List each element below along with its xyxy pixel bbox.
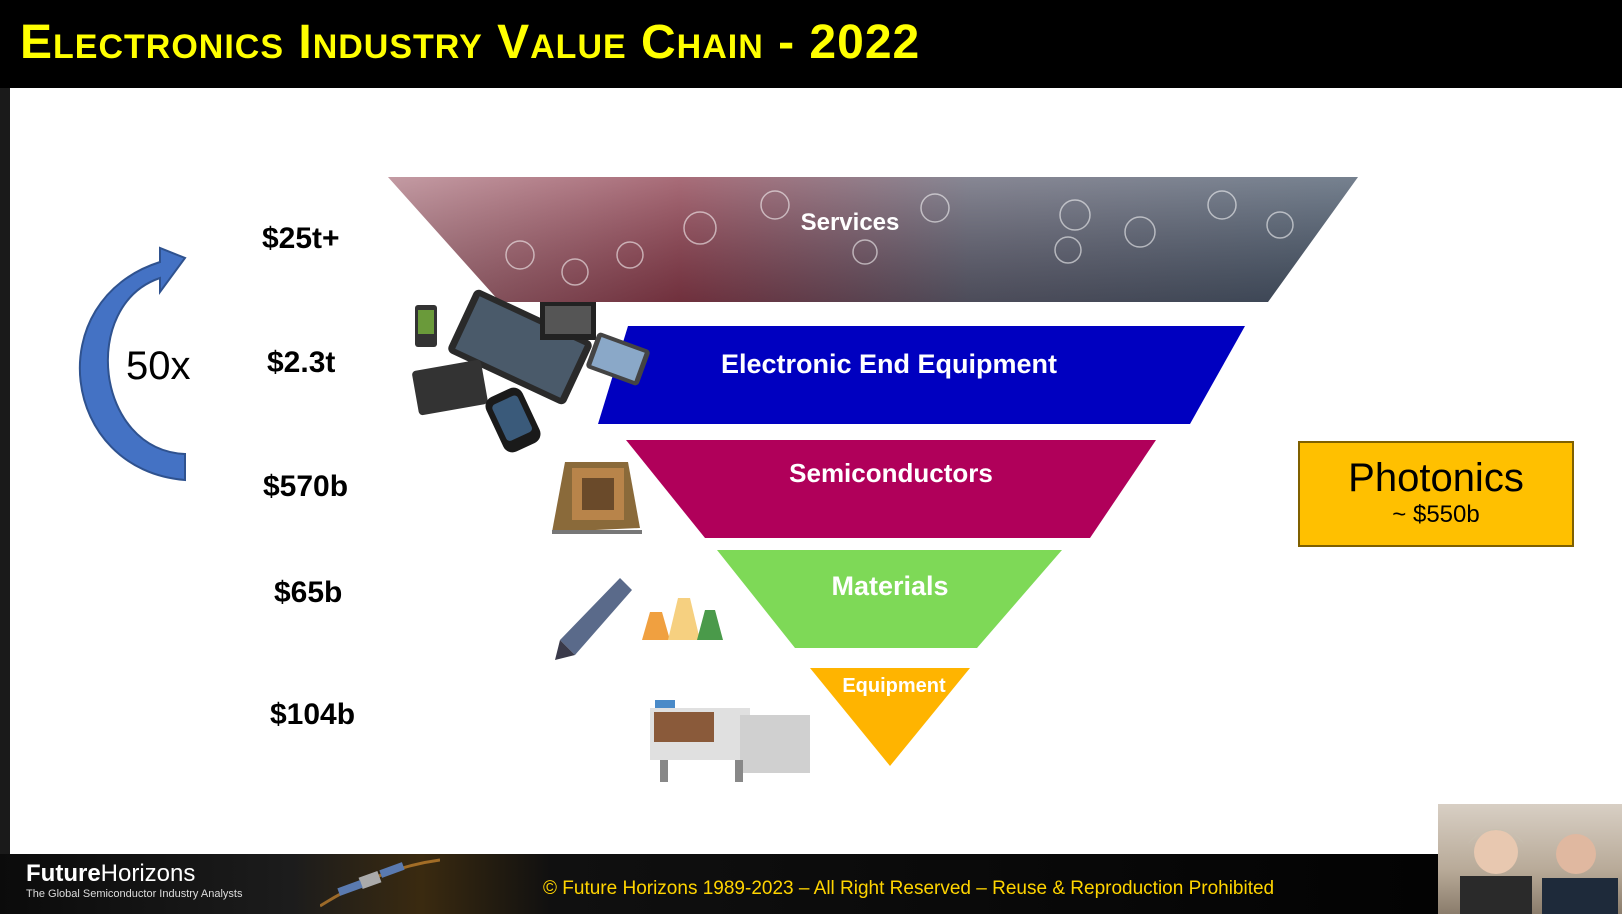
growth-arrow	[79, 246, 187, 482]
tier-semiconductors-label: Semiconductors	[789, 458, 993, 488]
growth-multiplier: 50x	[126, 344, 191, 388]
presenter-silhouettes	[1460, 829, 1618, 914]
tier-services-value: $25t+	[262, 222, 340, 255]
footer-bar: FutureHorizons The Global Semiconductor …	[0, 854, 1622, 914]
tier-equipment-band	[810, 668, 970, 766]
satellite-icon	[320, 858, 440, 908]
photonics-box: Photonics ~ $550b	[1298, 441, 1574, 547]
tier-end-equipment-band	[598, 326, 1245, 424]
tier-materials-value: $65b	[274, 576, 343, 609]
photonics-value: ~ $550b	[1392, 501, 1480, 528]
tier-equipment-value: $104b	[270, 698, 356, 731]
future-horizons-logo: FutureHorizons	[26, 860, 195, 888]
tier-services-label: Services	[801, 209, 900, 236]
tier-semiconductors-band	[626, 440, 1156, 538]
photonics-label: Photonics	[1348, 456, 1524, 500]
tier-materials-band	[717, 550, 1062, 648]
tier-end-equipment-label: Electronic End Equipment	[721, 349, 1057, 379]
slide-title: Electronics Industry Value Chain - 2022	[20, 16, 921, 69]
logo-bold: Future	[26, 860, 101, 887]
tier-end-equipment-value: $2.3t	[267, 346, 336, 379]
equipment-illustration	[650, 700, 810, 782]
title-bar: Electronics Industry Value Chain - 2022	[0, 0, 1622, 88]
services-hex-icons	[505, 190, 1294, 286]
copyright-notice: © Future Horizons 1989-2023 – All Right …	[543, 878, 1275, 899]
tier-equipment-label: Equipment	[842, 675, 946, 697]
logo-tagline: The Global Semiconductor Industry Analys…	[26, 888, 243, 900]
tier-semiconductors-value: $570b	[263, 470, 349, 503]
tier-materials-label: Materials	[831, 571, 948, 601]
chip-illustration	[552, 462, 642, 534]
logo-light: Horizons	[100, 860, 196, 887]
presenter-video	[1438, 804, 1622, 914]
materials-illustration	[555, 578, 723, 660]
devices-illustration	[412, 289, 650, 453]
